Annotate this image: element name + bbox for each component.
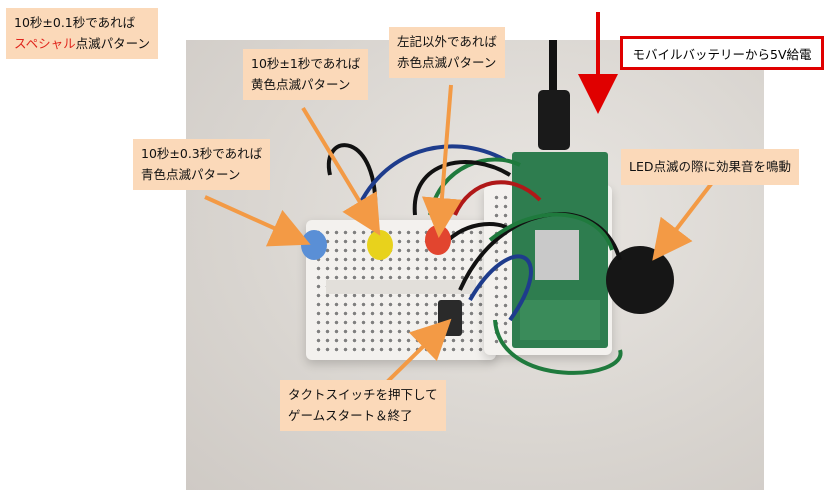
label-red: 左記以外であれば 赤色点滅パターン: [389, 27, 505, 78]
pico-chip: [535, 230, 579, 280]
arrow-switch: [385, 318, 452, 384]
buzzer: [606, 246, 674, 314]
red-led: [425, 225, 451, 255]
special-highlight: スペシャル: [14, 36, 76, 52]
arrow-blue: [204, 195, 311, 247]
arrow-red: [421, 84, 462, 238]
blue-led: [301, 230, 327, 260]
label-blue: 10秒±0.3秒であれば 青色点滅パターン: [133, 139, 271, 190]
label-switch: タクトスイッチを押下して ゲームスタート＆終了: [280, 380, 446, 431]
usb-plug: [538, 90, 570, 150]
tact-switch: [438, 300, 462, 336]
label-power: モバイルバッテリーから5V給電: [620, 36, 824, 70]
label-special: 10秒±0.1秒であれば スペシャル点滅パターン: [6, 8, 159, 59]
arrow-yellow: [301, 106, 381, 236]
label-buzzer: LED点滅の際に効果音を鳴動: [621, 149, 799, 185]
arrow-buzzer: [652, 173, 720, 261]
label-yellow: 10秒±1秒であれば 黄色点滅パターン: [243, 49, 369, 100]
yellow-led: [367, 230, 393, 260]
